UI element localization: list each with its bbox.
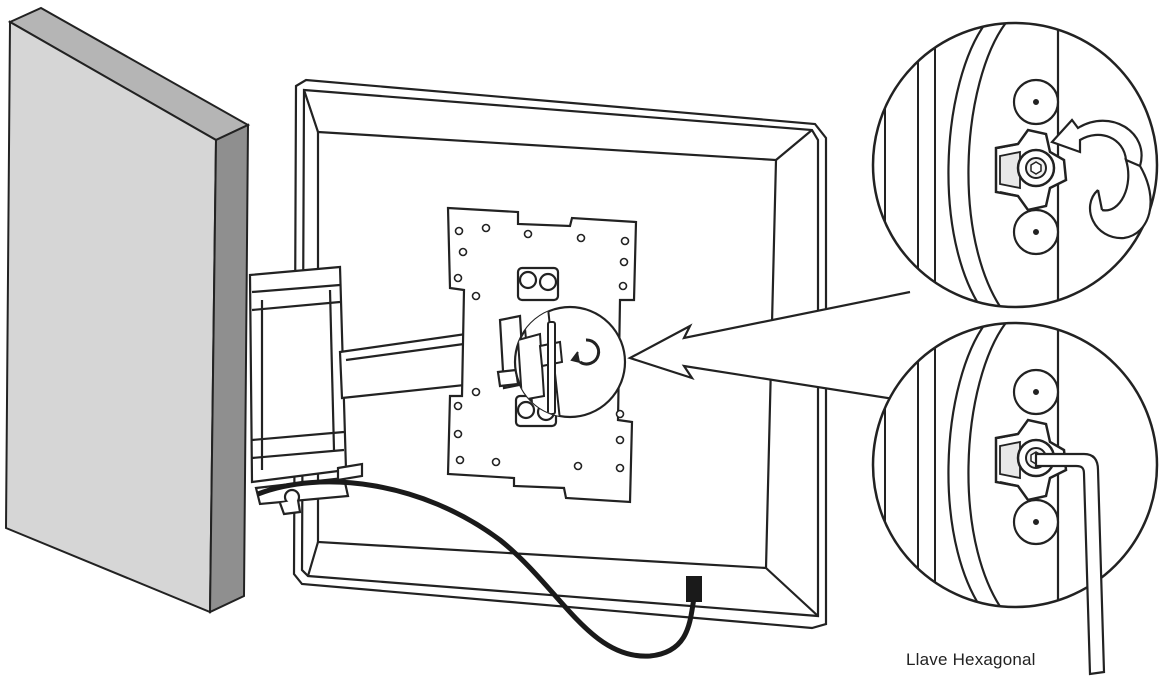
- zoom-pointer-arrow: [627, 290, 911, 402]
- rotate-counterclockwise-icon: [1050, 118, 1152, 240]
- zoom-detail-loosen: [871, 21, 1159, 309]
- knob-detail-small: [513, 305, 627, 419]
- power-cable: [257, 479, 702, 659]
- wall: [4, 6, 251, 614]
- hex-key-icon: [1034, 452, 1106, 676]
- zoom-detail-hex-key: [871, 321, 1159, 609]
- hex-key-label: Llave Hexagonal: [906, 650, 1036, 669]
